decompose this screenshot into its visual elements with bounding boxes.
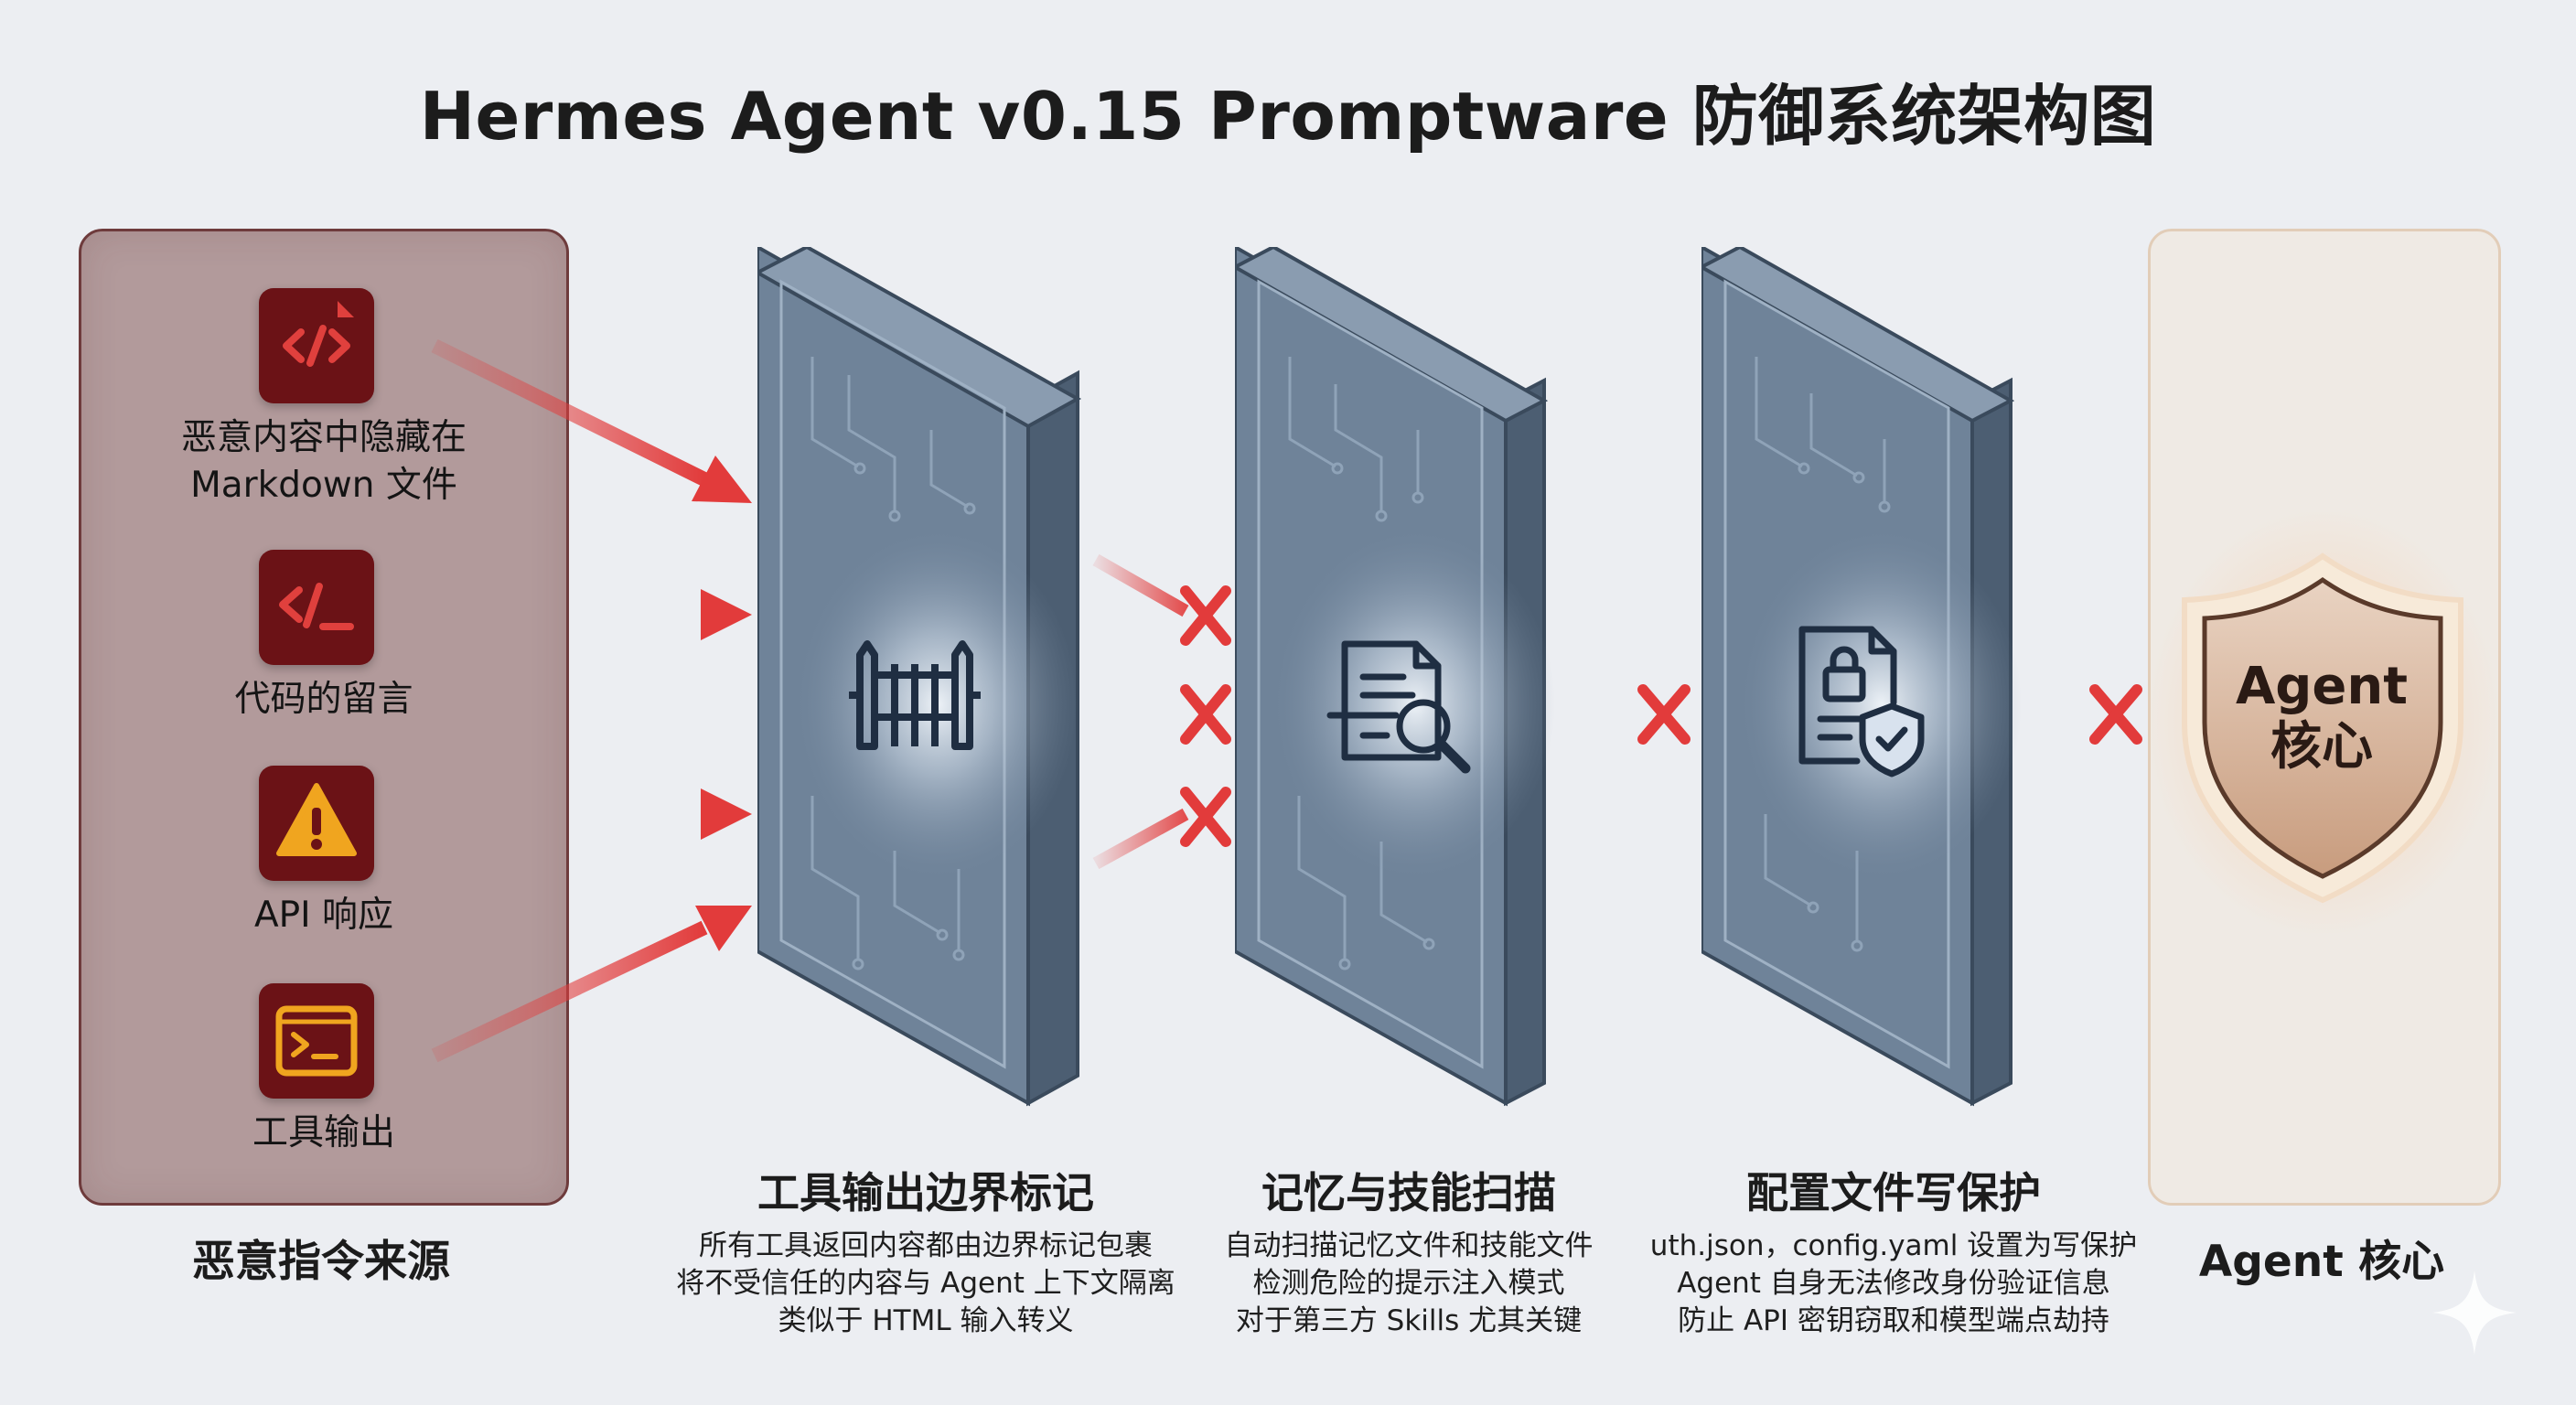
layer-2-description: 自动扫描记忆文件和技能文件 检测危险的提示注入模式 对于第三方 Skills 尤… [1224, 1229, 1594, 1337]
malicious-sources-panel: 恶意内容中隐藏在 Markdown 文件 代码的留言 API 响应 工具输出 [79, 229, 569, 1206]
blocked-arrow-3 [1092, 808, 1189, 870]
core-caption: Agent 核心 [2198, 1237, 2445, 1287]
sparkle-icon [2429, 1267, 2520, 1362]
document-scan-icon [1317, 626, 1482, 785]
layer-2-title: 记忆与技能扫描 [1261, 1168, 1556, 1217]
defense-wall-1 [757, 247, 1089, 1107]
arrow-source-3 [435, 788, 752, 840]
terminal-icon [259, 983, 374, 1099]
block-x-marks [1180, 585, 1231, 847]
code-comment-icon [259, 550, 374, 665]
sources-caption: 恶意指令来源 [192, 1237, 450, 1287]
blocked-arrow-1 [1092, 553, 1189, 617]
layer-3-description: uth.json，config.yaml 设置为写保护 Agent 自身无法修改… [1649, 1229, 2138, 1337]
page-title: Hermes Agent v0.15 Promptware 防御系统架构图 [419, 78, 2157, 155]
warning-icon [259, 766, 374, 881]
layer-1-title: 工具输出边界标记 [757, 1168, 1094, 1217]
source-label-tool-output: 工具输出 [252, 1112, 395, 1153]
shield-label: Agent 核心 [2235, 657, 2409, 777]
fence-icon [842, 618, 988, 768]
source-label-markdown: 恶意内容中隐藏在 Markdown 文件 [180, 417, 467, 506]
source-label-api-response: API 响应 [253, 895, 394, 936]
block-x-mark-5 [2089, 684, 2142, 745]
defense-wall-3 [1701, 247, 2033, 1107]
layer-1-description: 所有工具返回内容都由边界标记包裹 将不受信任的内容与 Agent 上下文隔离 类… [676, 1229, 1175, 1337]
code-file-icon [259, 288, 374, 403]
shield-icon [2172, 549, 2474, 909]
block-x-mark-4 [1637, 684, 1690, 745]
source-label-code-comment: 代码的留言 [234, 679, 413, 720]
arrow-source-4 [431, 906, 752, 1063]
layer-3-title: 配置文件写保护 [1746, 1168, 2041, 1217]
arrow-source-1 [431, 338, 752, 503]
arrow-source-2 [435, 589, 752, 640]
locked-document-shield-icon [1784, 618, 1939, 787]
